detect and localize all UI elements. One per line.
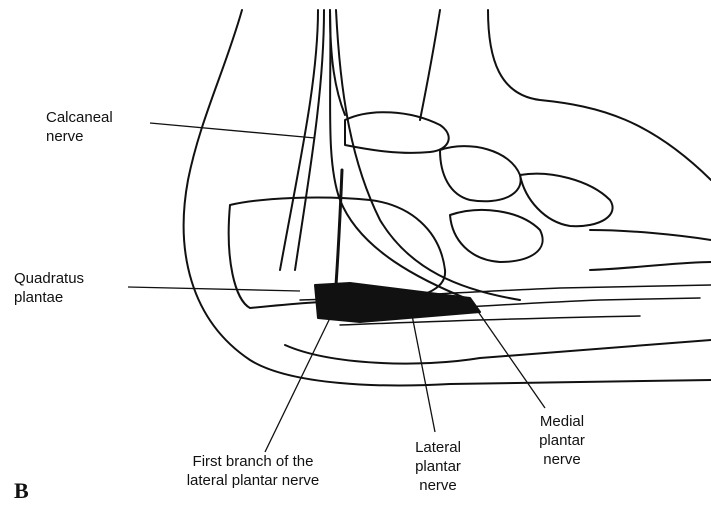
leader-quadratus [128,287,300,291]
label-line: nerve [46,127,113,146]
leader-medial [470,300,545,408]
label-line: plantae [14,288,84,307]
panel-letter: B [14,478,29,504]
leader-calcaneal [150,123,315,138]
label-line: Quadratus [14,269,84,288]
label-lateral-plantar-nerve: Lateral plantar nerve [398,438,478,495]
leader-first-branch [265,318,330,452]
label-medial-plantar-nerve: Medial plantar nerve [522,412,602,469]
label-line: plantar [398,457,478,476]
label-line: First branch of the [158,452,348,471]
label-line: lateral plantar nerve [158,471,348,490]
label-first-branch: First branch of the lateral plantar nerv… [158,452,348,490]
label-line: Medial [522,412,602,431]
label-line: Calcaneal [46,108,113,127]
label-quadratus-plantae: Quadratus plantae [14,269,84,307]
label-line: Lateral [398,438,478,457]
label-line: plantar [522,431,602,450]
leader-lateral [410,305,435,432]
label-line: nerve [522,450,602,469]
label-line: nerve [398,476,478,495]
label-calcaneal-nerve: Calcaneal nerve [46,108,113,146]
